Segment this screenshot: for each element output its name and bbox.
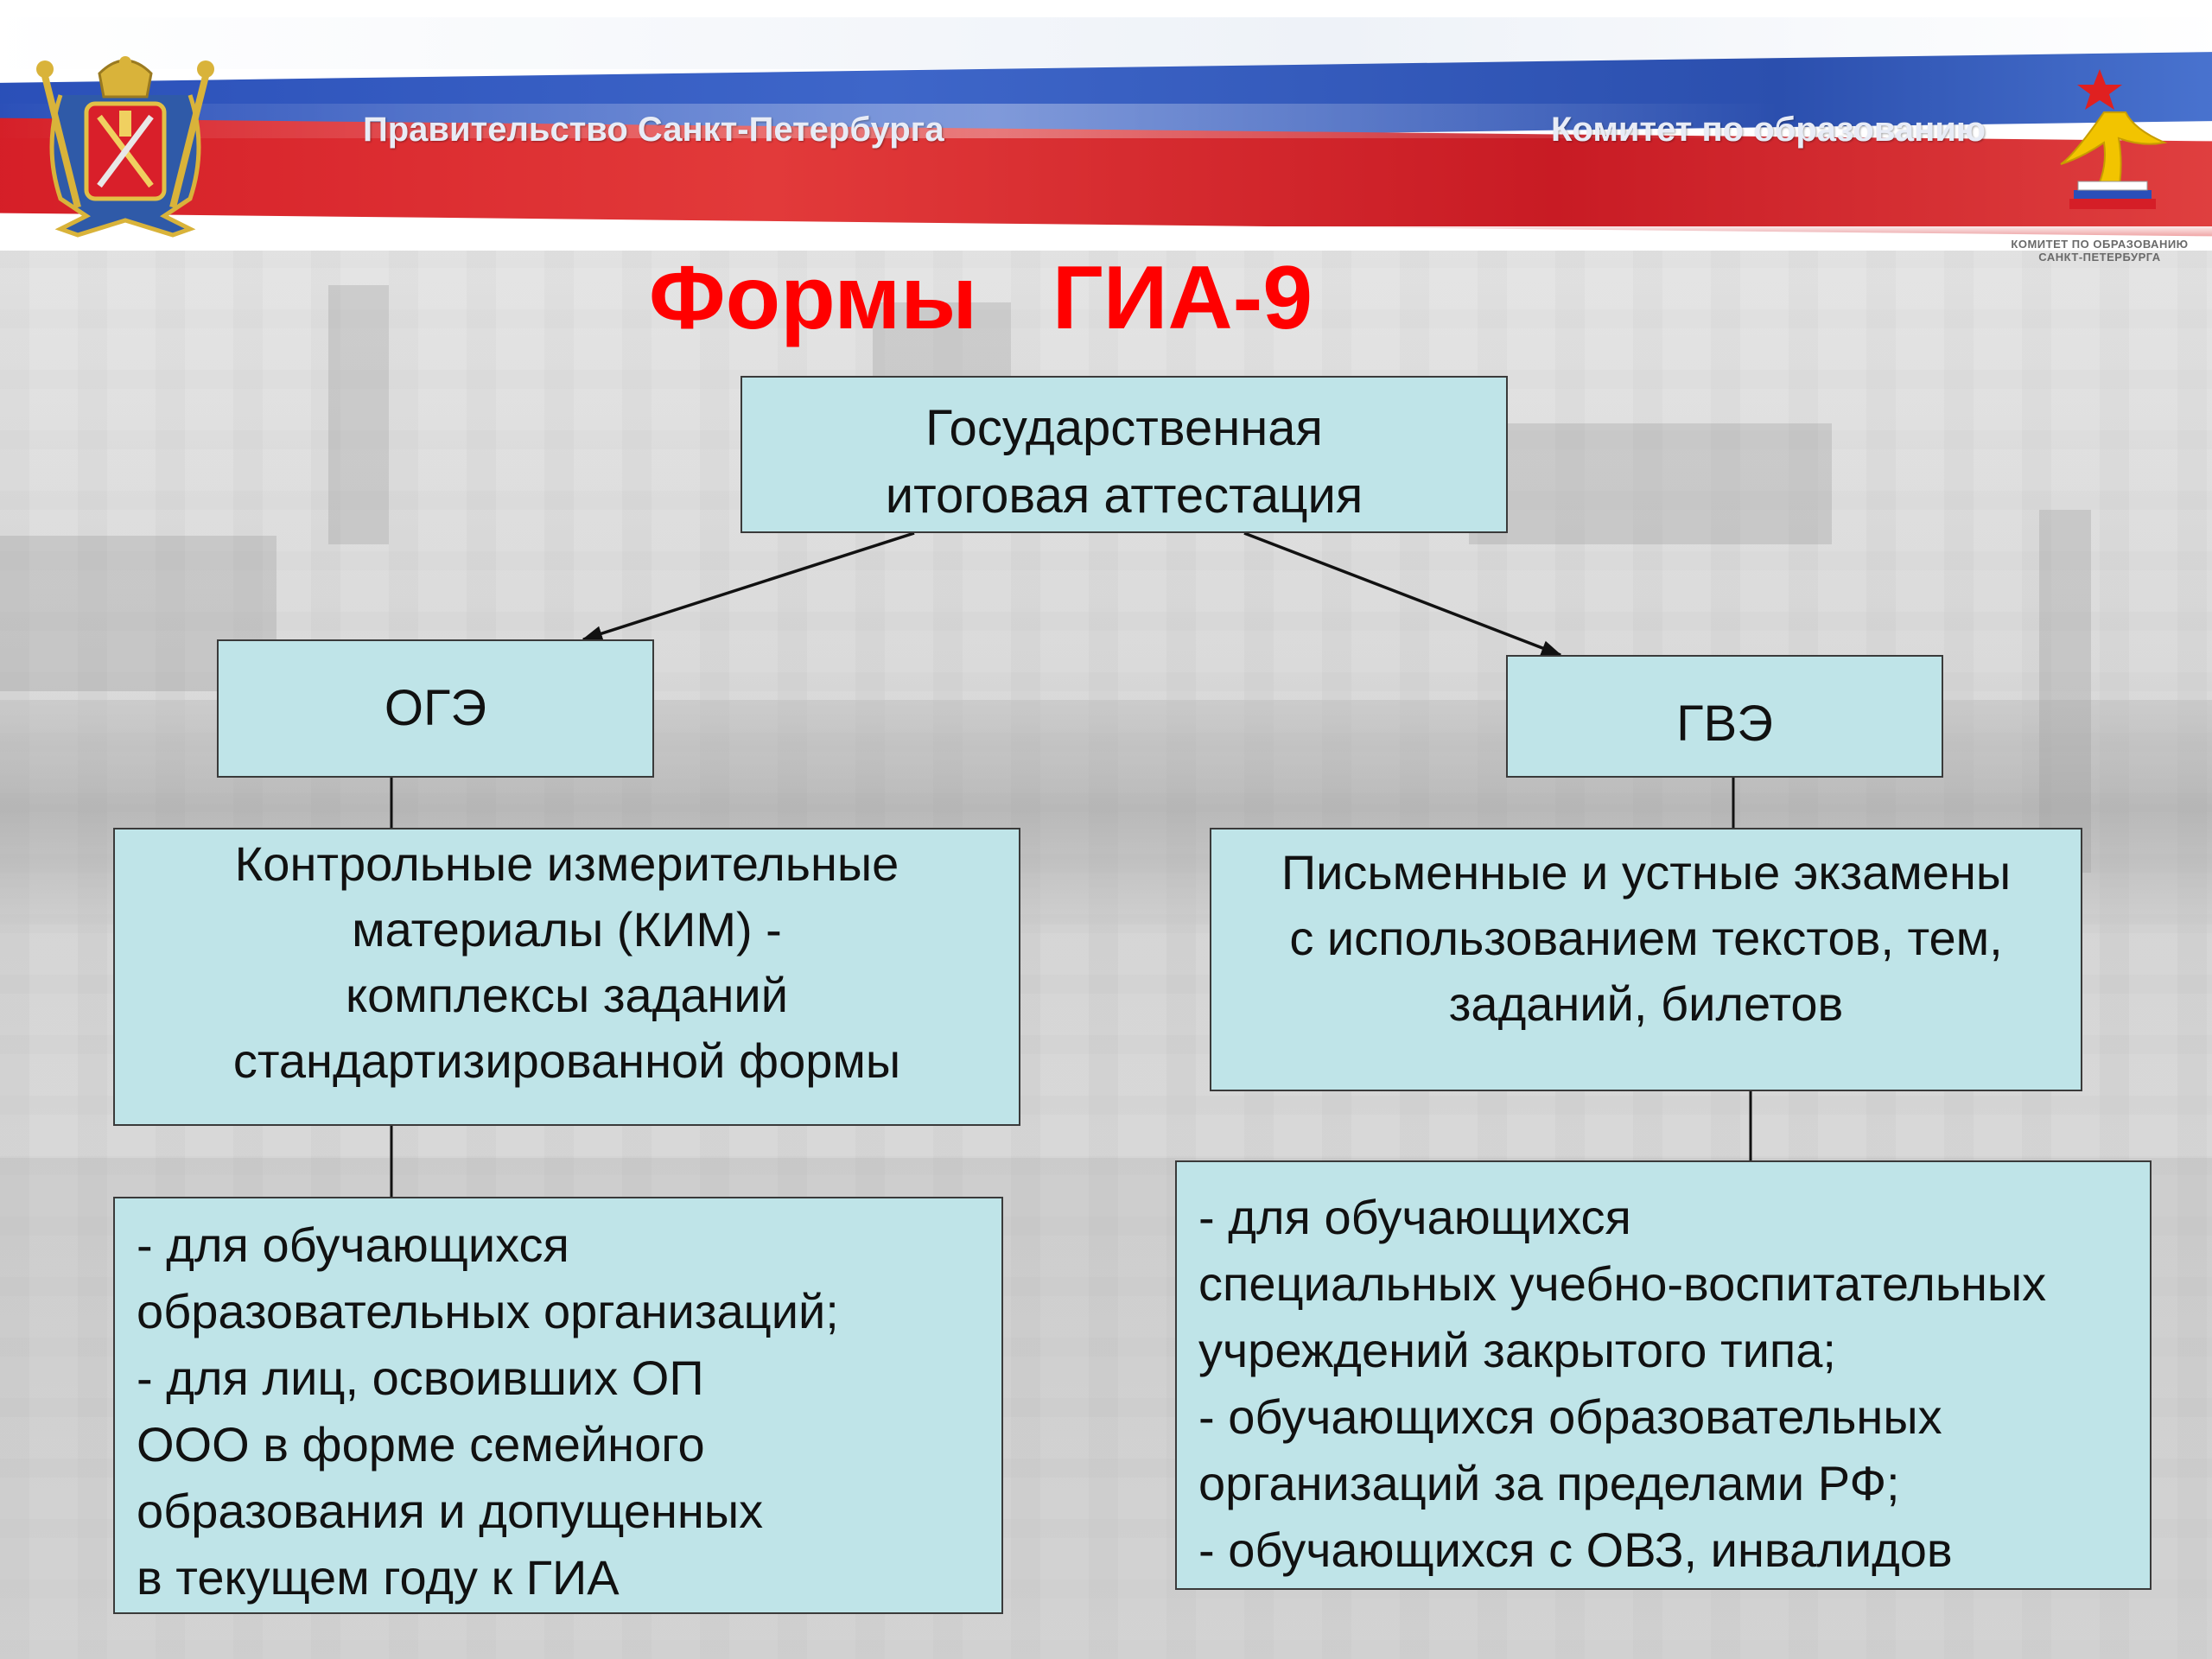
node-oge-audience: - для обучающихся образовательных органи… (113, 1197, 1003, 1614)
kim-description-text: Контрольные измерительные материалы (КИМ… (232, 836, 901, 1088)
node-oge-label: ОГЭ (384, 680, 487, 736)
page-title: Формы ГИА-9 (648, 248, 1313, 348)
node-oge: ОГЭ (217, 639, 654, 778)
root-node-label: Государственная итоговая аттестация (885, 400, 1363, 524)
header-banner: Правительство Санкт-Петербурга Комитет п… (0, 0, 2212, 251)
root-node-gia: Государственная итоговая аттестация (741, 376, 1508, 533)
building-silhouette (1469, 423, 1832, 544)
node-kim-description: Контрольные измерительные материалы (КИМ… (113, 828, 1020, 1126)
government-label: Правительство Санкт-Петербурга (363, 111, 944, 149)
node-gve-audience: - для обучающихся специальных учебно-вос… (1175, 1160, 2152, 1590)
flag-shine (0, 104, 2212, 138)
exams-description-text: Письменные и устные экзамены с использов… (1281, 845, 2012, 1031)
building-silhouette (2039, 510, 2091, 873)
spb-coat-of-arms-icon (36, 56, 214, 238)
gve-audience-text: - для обучающихся специальных учебно-вос… (1198, 1190, 2047, 1577)
node-gve: ГВЭ (1506, 655, 1943, 778)
oge-audience-text: - для обучающихся образовательных органи… (137, 1217, 839, 1605)
banner-fade (0, 226, 2212, 251)
node-exams-description: Письменные и устные экзамены с использов… (1210, 828, 2082, 1091)
committee-logo-icon (2060, 69, 2168, 209)
building-silhouette (328, 285, 389, 544)
committee-label: Комитет по образованию (1551, 111, 1986, 149)
committee-logo-caption: КОМИТЕТ ПО ОБРАЗОВАНИЮ САНКТ-ПЕТЕРБУРГА (2011, 238, 2189, 264)
node-gve-label: ГВЭ (1676, 696, 1773, 752)
